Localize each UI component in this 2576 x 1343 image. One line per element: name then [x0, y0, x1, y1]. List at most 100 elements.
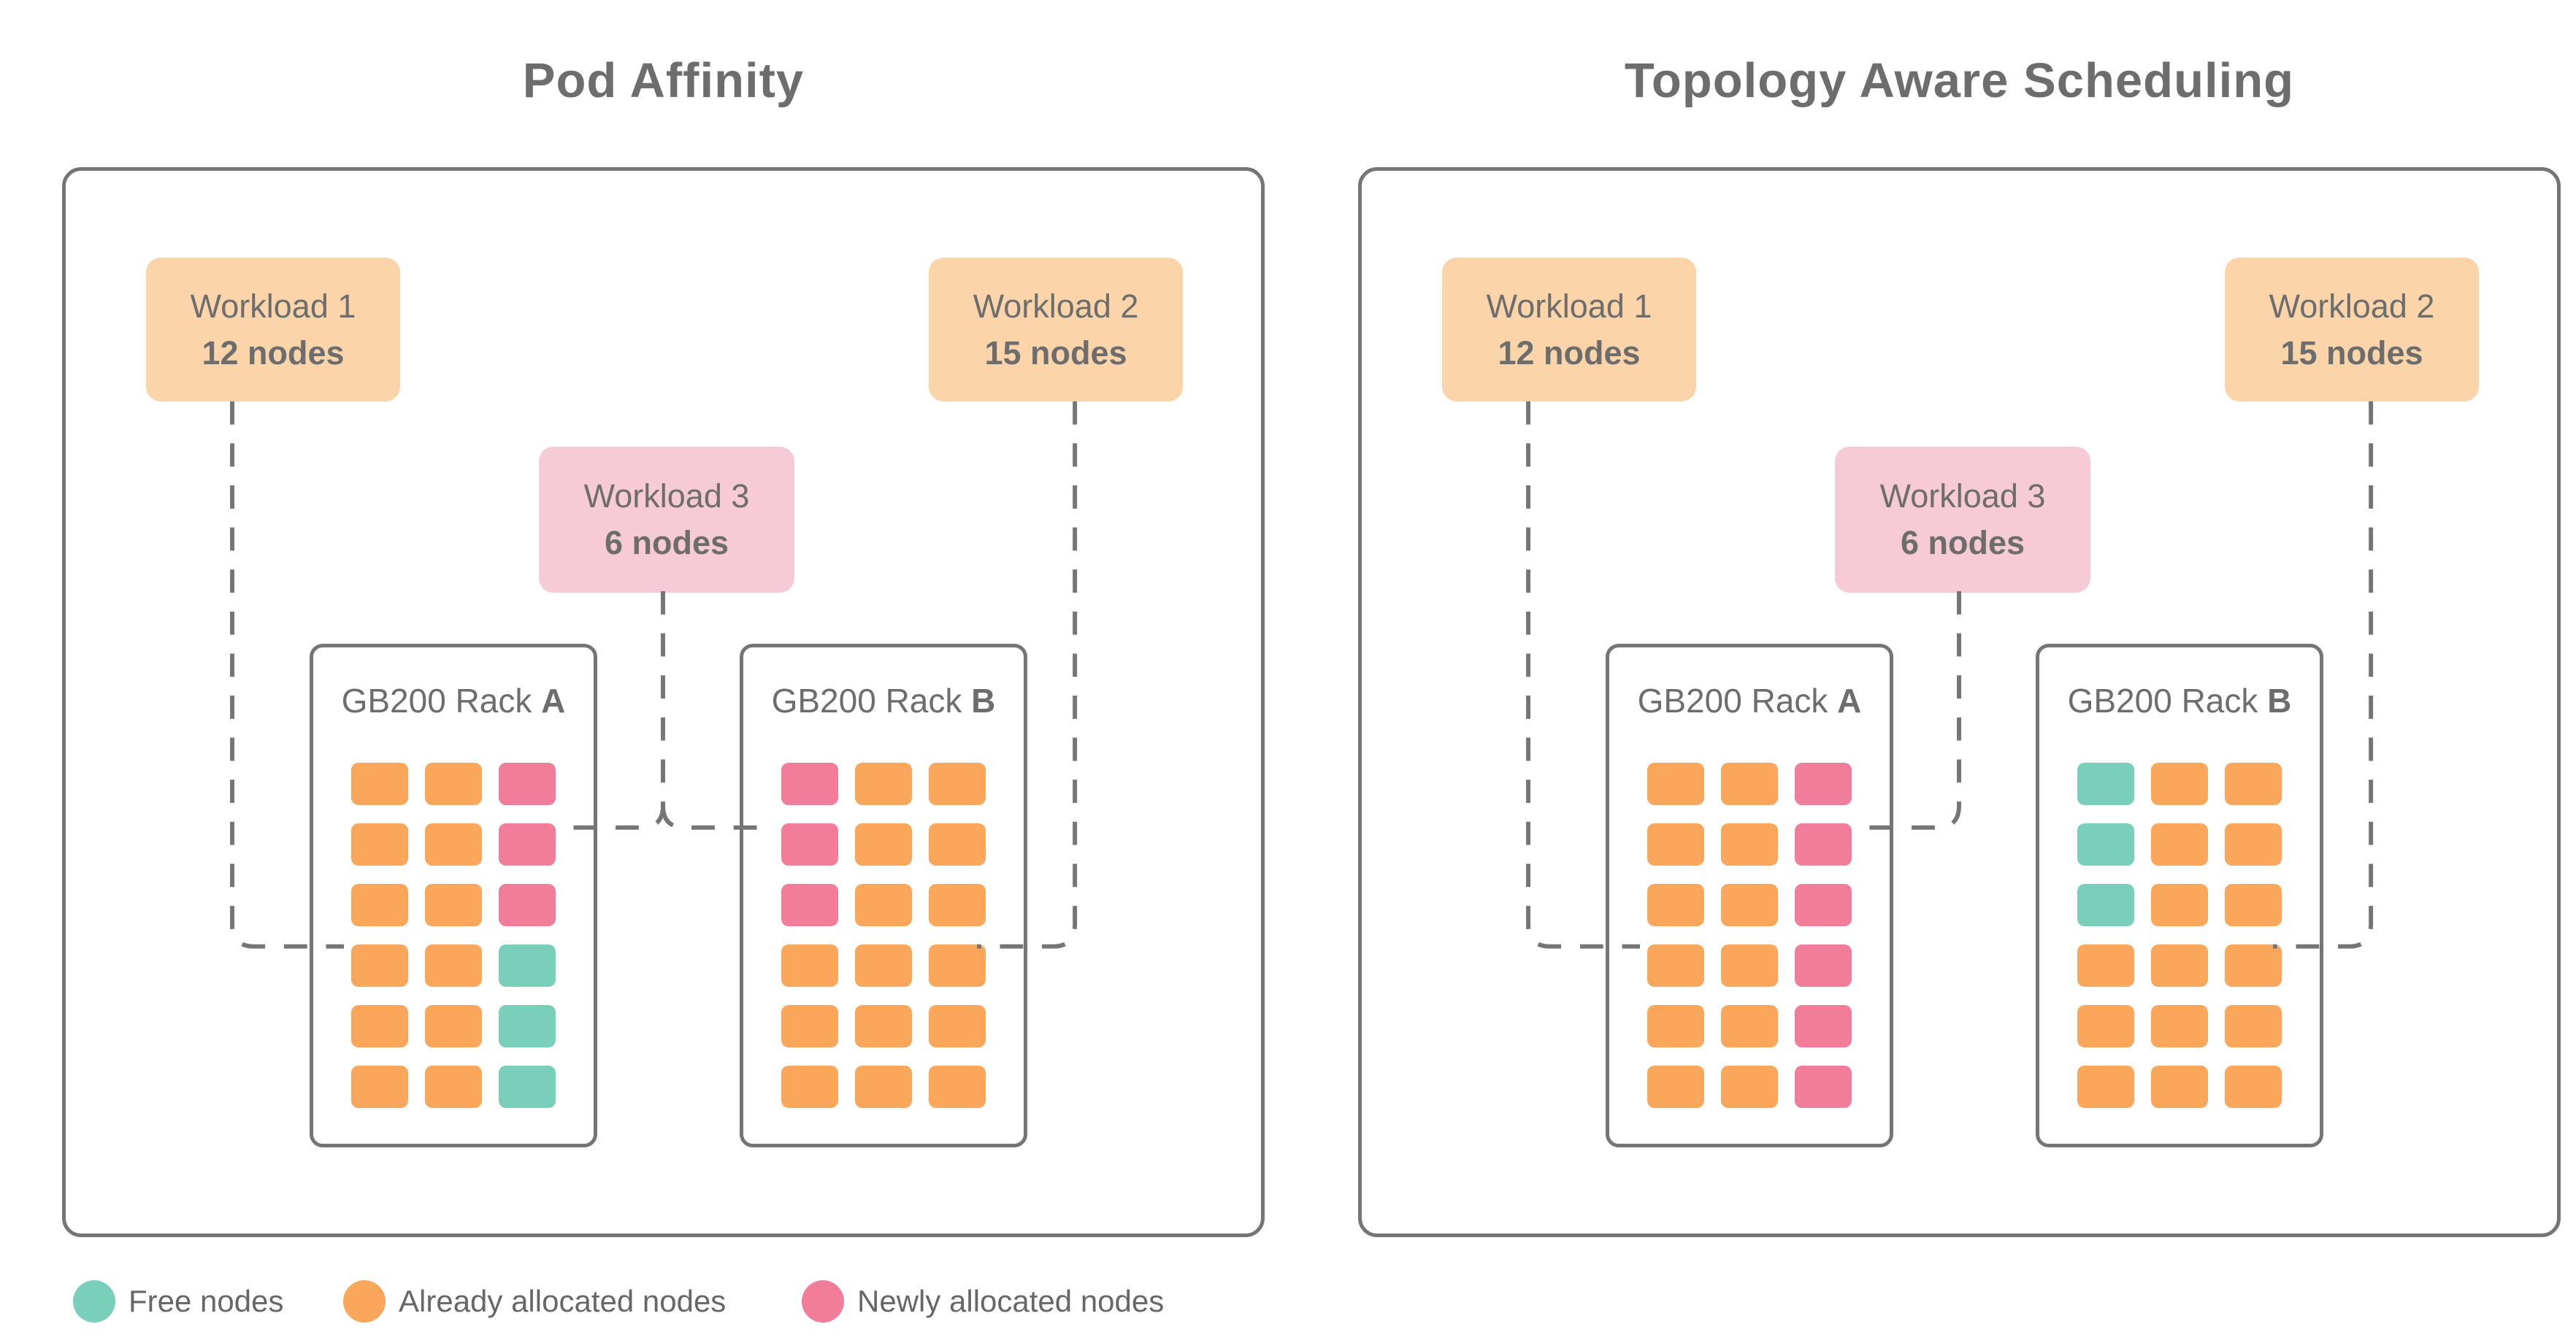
node-cell — [351, 1005, 408, 1047]
workload3-box: Workload 3 6 nodes — [1835, 447, 2090, 593]
legend-item-free-nodes: Free nodes — [73, 1276, 283, 1327]
legend-item-newly-allocated-nodes: Newly allocated nodes — [802, 1276, 1164, 1327]
rack-a-title-letter: A — [1837, 682, 1862, 720]
legend: Free nodes Already allocated nodes Newly… — [0, 1276, 2576, 1327]
node-cell — [425, 1066, 482, 1108]
node-cell — [1647, 1005, 1704, 1047]
topology-aware-scheduling-panel: Workload 1 12 nodes Workload 2 15 nodes … — [1358, 167, 2561, 1237]
node-cell — [929, 1005, 986, 1047]
rack-a-node-grid — [1647, 763, 1852, 1108]
rack-b-title-prefix: GB200 Rack — [771, 682, 972, 720]
rack-a-box: GB200 Rack A — [310, 644, 597, 1147]
workload2-box: Workload 2 15 nodes — [2225, 258, 2479, 401]
node-cell — [425, 763, 482, 805]
workload2-box: Workload 2 15 nodes — [929, 258, 1183, 401]
rack-b-node-grid — [781, 763, 986, 1108]
node-cell — [2225, 1066, 2282, 1108]
workload2-name: Workload 2 — [973, 287, 1139, 325]
node-cell — [2151, 1066, 2208, 1108]
rack-b-title-letter: B — [971, 682, 996, 720]
node-cell — [351, 763, 408, 805]
rack-a-title-letter: A — [541, 682, 566, 720]
node-cell — [1647, 944, 1704, 987]
node-cell — [1795, 1005, 1852, 1047]
workload1-node-count: 12 nodes — [1498, 334, 1641, 372]
node-cell — [1795, 884, 1852, 926]
node-cell — [781, 884, 838, 926]
node-cell — [1721, 884, 1778, 926]
node-cell — [2225, 944, 2282, 987]
node-cell — [1795, 944, 1852, 987]
rack-b-title: GB200 Rack B — [2039, 681, 2320, 720]
new-node-dot-icon — [802, 1280, 844, 1323]
node-cell — [781, 823, 838, 866]
node-cell — [2225, 1005, 2282, 1047]
node-cell — [855, 763, 912, 805]
node-cell — [929, 823, 986, 866]
workload1-box: Workload 1 12 nodes — [1442, 258, 1696, 401]
workload3-box: Workload 3 6 nodes — [539, 447, 794, 593]
node-cell — [351, 1066, 408, 1108]
node-cell — [855, 944, 912, 987]
workload1-box: Workload 1 12 nodes — [146, 258, 400, 401]
node-cell — [425, 884, 482, 926]
node-cell — [425, 944, 482, 987]
node-cell — [1795, 1066, 1852, 1108]
node-cell — [781, 1066, 838, 1108]
rack-a-title-prefix: GB200 Rack — [1637, 682, 1838, 720]
node-cell — [2151, 823, 2208, 866]
node-cell — [2077, 884, 2134, 926]
rack-a-title: GB200 Rack A — [313, 681, 594, 720]
node-cell — [1721, 1005, 1778, 1047]
node-cell — [499, 1005, 556, 1047]
node-cell — [1795, 823, 1852, 866]
node-cell — [781, 1005, 838, 1047]
workload2-name: Workload 2 — [2269, 287, 2435, 325]
workload1-node-count: 12 nodes — [202, 334, 345, 372]
node-cell — [1721, 763, 1778, 805]
node-cell — [351, 884, 408, 926]
node-cell — [2225, 884, 2282, 926]
node-cell — [855, 823, 912, 866]
node-cell — [499, 823, 556, 866]
node-cell — [2225, 763, 2282, 805]
node-cell — [2151, 944, 2208, 987]
rack-b-box: GB200 Rack B — [2036, 644, 2323, 1147]
node-cell — [351, 823, 408, 866]
node-cell — [1795, 763, 1852, 805]
rack-a-title-prefix: GB200 Rack — [341, 682, 542, 720]
node-cell — [2077, 1066, 2134, 1108]
node-cell — [1647, 823, 1704, 866]
workload2-node-count: 15 nodes — [2280, 334, 2423, 372]
node-cell — [1721, 1066, 1778, 1108]
node-cell — [2151, 763, 2208, 805]
node-cell — [1647, 884, 1704, 926]
node-cell — [2225, 823, 2282, 866]
workload3-node-count: 6 nodes — [1900, 524, 2025, 561]
node-cell — [929, 944, 986, 987]
rack-a-node-grid — [351, 763, 556, 1108]
node-cell — [1647, 763, 1704, 805]
node-cell — [2077, 1005, 2134, 1047]
node-cell — [929, 884, 986, 926]
node-cell — [351, 944, 408, 987]
node-cell — [425, 1005, 482, 1047]
node-cell — [855, 884, 912, 926]
rack-b-title-prefix: GB200 Rack — [2067, 682, 2268, 720]
panel-title-pod-affinity: Pod Affinity — [522, 53, 805, 108]
node-cell — [2077, 763, 2134, 805]
rack-a-title: GB200 Rack A — [1609, 681, 1890, 720]
workload3-name: Workload 3 — [1879, 477, 2046, 515]
pod-affinity-panel: Workload 1 12 nodes Workload 2 15 nodes … — [62, 167, 1265, 1237]
node-cell — [929, 1066, 986, 1108]
rack-b-node-grid — [2077, 763, 2282, 1108]
panel-title-topology-aware-scheduling: Topology Aware Scheduling — [1624, 53, 2295, 108]
workload2-node-count: 15 nodes — [984, 334, 1127, 372]
node-cell — [2151, 884, 2208, 926]
node-cell — [2151, 1005, 2208, 1047]
node-cell — [1721, 823, 1778, 866]
rack-b-title: GB200 Rack B — [743, 681, 1024, 720]
node-cell — [1647, 1066, 1704, 1108]
node-cell — [855, 1005, 912, 1047]
allocated-node-dot-icon — [343, 1280, 386, 1323]
